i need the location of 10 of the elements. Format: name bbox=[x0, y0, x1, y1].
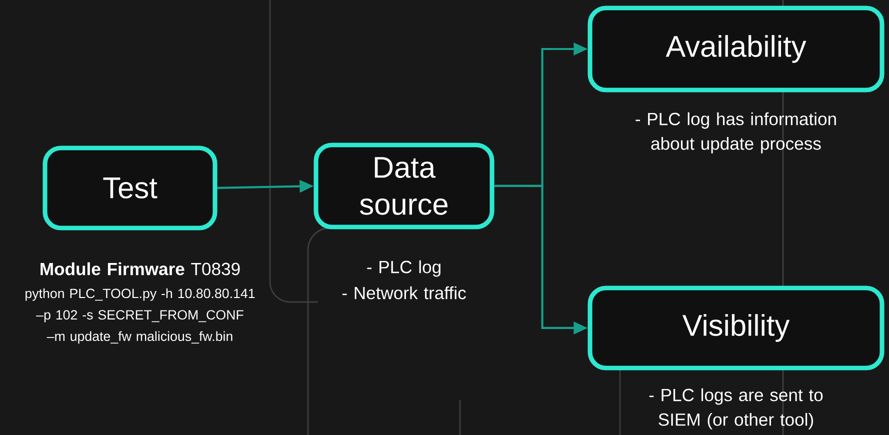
caption-text: - PLC log bbox=[367, 260, 440, 277]
process-box: Visibility bbox=[588, 286, 884, 370]
process-box: Test bbox=[42, 146, 218, 230]
process-box: Data source bbox=[314, 142, 494, 230]
process-box: Availability bbox=[588, 6, 884, 92]
caption-text: python PLC_TOOL.py -h 10.80.80.141 –p 102 -s SECRET_FROM_CONF –m update_fw malicious_fw.bin bbox=[26, 288, 255, 344]
caption-text: - PLC logs are sent to SIEM (or other tool) bbox=[649, 388, 823, 430]
caption-text: - PLC log has information about update process bbox=[636, 112, 836, 154]
caption-text: Module Firmware T0839 bbox=[40, 262, 240, 276]
caption-text: - Network traffic bbox=[342, 286, 466, 300]
